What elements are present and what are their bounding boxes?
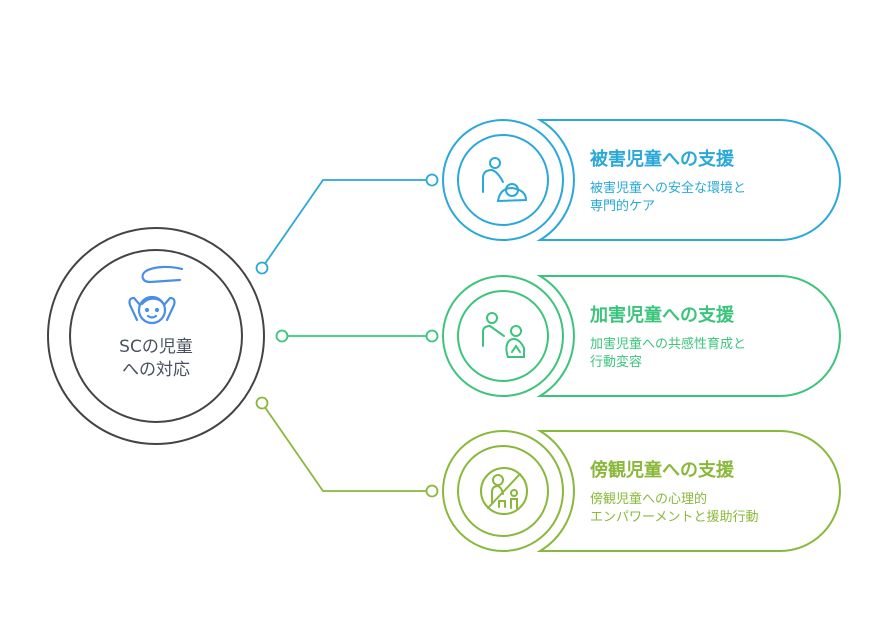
branch-card-2 [442,275,841,397]
branch-2-desc-line1: 加害児童への共感性育成と [590,337,747,352]
branch-2-desc-line2: 行動変容 [590,355,643,370]
connector-1 [255,173,439,275]
center-label: SCの児童 への対応 [86,336,226,382]
branch-1-title: 被害児童への支援 [590,149,734,170]
branch-3-title: 傍観児童への支援 [590,460,734,481]
branch-2-desc: 加害児童への共感性育成と 行動変容 [590,336,810,372]
center-label-line1: SCの児童 [119,337,193,357]
connector-2 [275,329,439,343]
branch-1-desc: 被害児童への安全な環境と 専門的ケア [590,180,810,216]
adult-guiding-child-icon [482,312,525,358]
branch-3-desc-line2: エンパワーメントと援助行動 [590,510,759,525]
connector-3 [255,396,439,498]
no-bystander-icon [480,467,528,515]
branch-2-title: 加害児童への支援 [590,305,734,326]
branch-1-desc-line2: 専門的ケア [590,199,656,214]
center-node [47,227,265,445]
branch-3-desc-line1: 傍観児童への心理的 [590,492,708,507]
caring-hand-child-icon [128,265,184,325]
branch-card-3 [442,430,841,552]
center-label-line2: への対応 [122,360,190,380]
caregiver-comforting-child-icon [482,157,528,203]
branch-1-desc-line1: 被害児童への安全な環境と [590,181,747,196]
branch-3-desc: 傍観児童への心理的 エンパワーメントと援助行動 [590,491,810,527]
branch-card-1 [442,119,841,241]
